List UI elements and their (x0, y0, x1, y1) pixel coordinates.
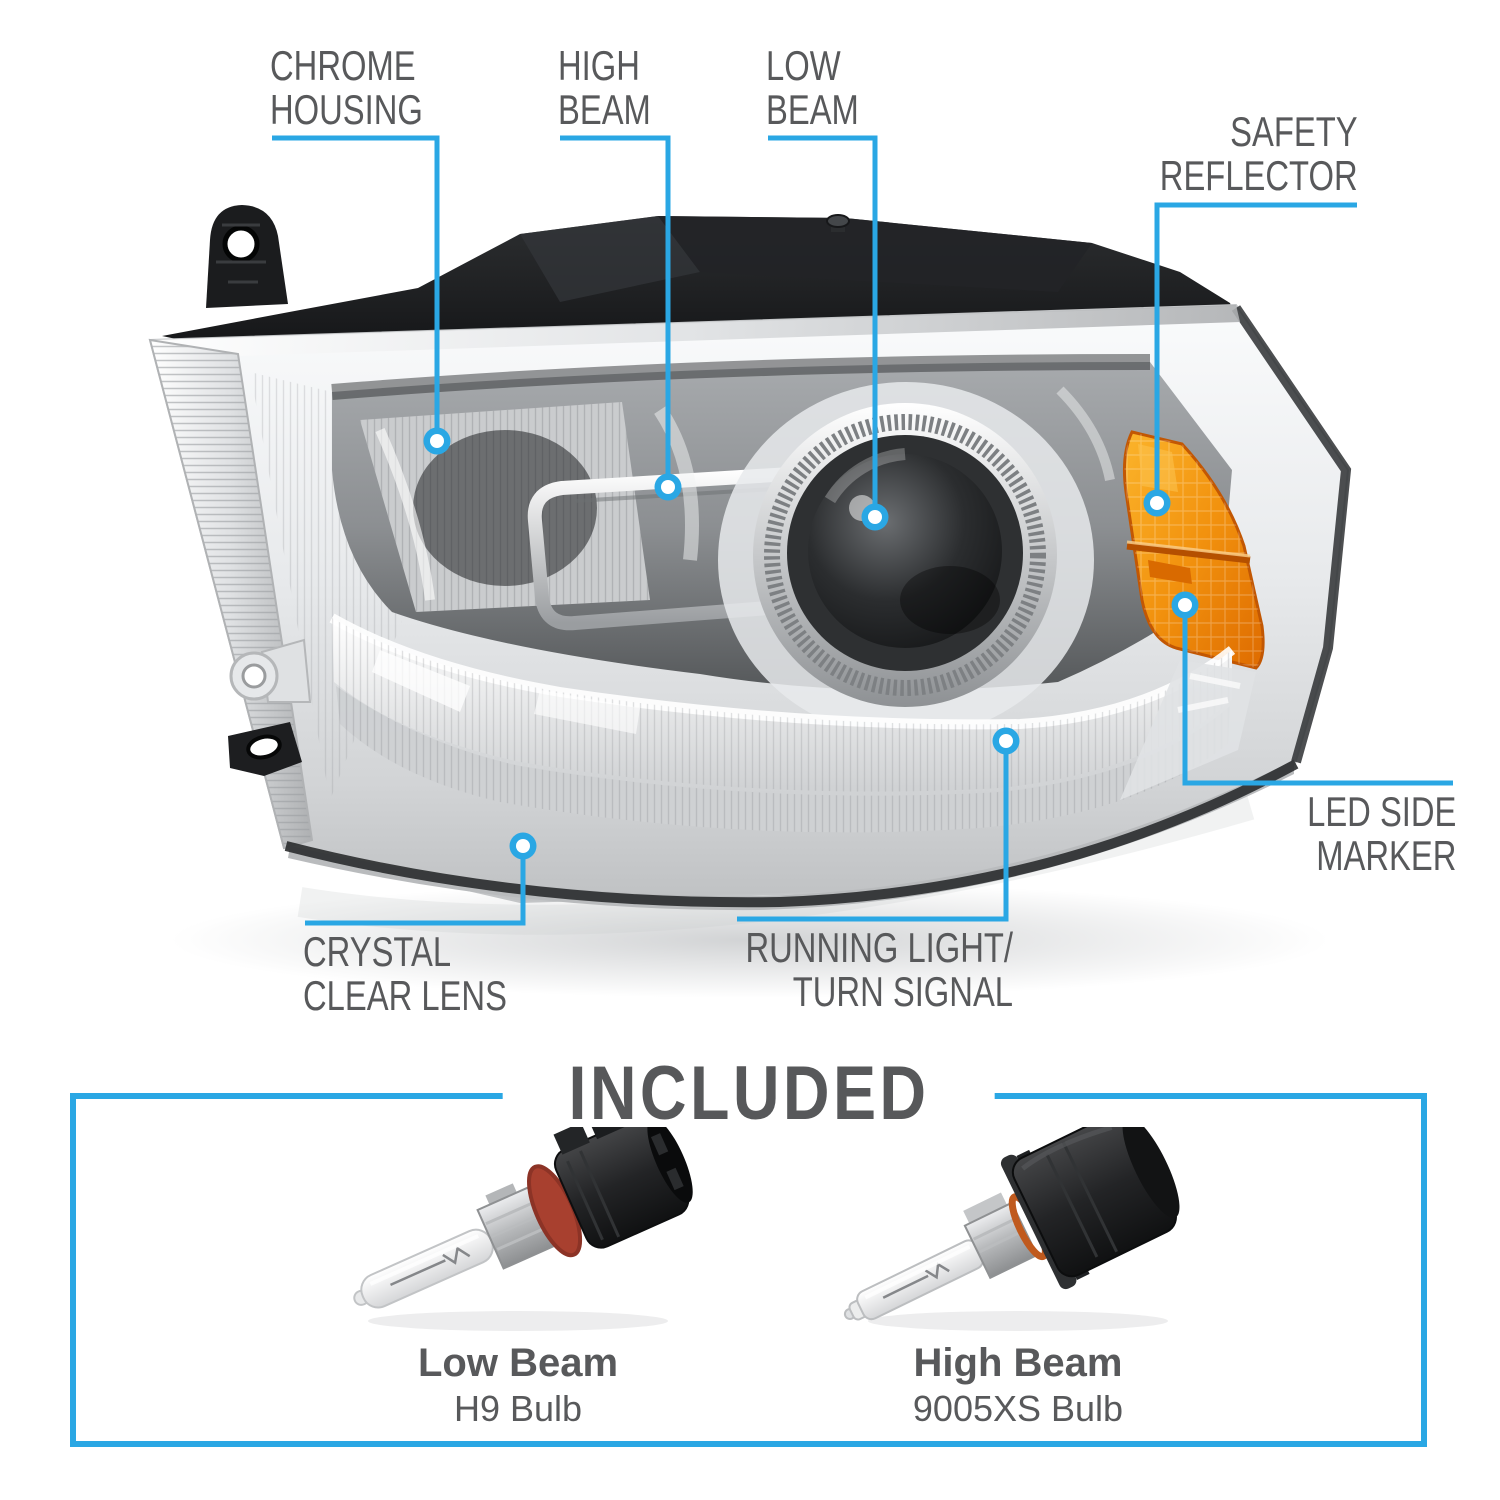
low-beam-name: Low Beam (417, 1341, 619, 1385)
label-safety-reflector: SAFETY REFLECTOR (1160, 108, 1358, 200)
label-high-beam: HIGH BEAM (558, 42, 651, 134)
projector-low-beam (718, 382, 1094, 738)
included-item-low-beam: Low Beam H9 Bulb (288, 1127, 748, 1430)
9005xs-bulb-image (843, 1127, 1180, 1331)
label-led-side-marker: LED SIDE MARKER (1306, 788, 1456, 880)
label-chrome-housing: CHROME HOUSING (270, 42, 423, 134)
high-beam-bulb-type: 9005XS Bulb (912, 1388, 1124, 1429)
high-beam-name: High Beam (913, 1341, 1123, 1385)
mounting-tab-left (228, 638, 312, 776)
label-low-beam: LOW BEAM (766, 42, 859, 134)
h9-bulb-image (353, 1127, 693, 1331)
chrome-u-trim (527, 463, 879, 631)
included-title-text: INCLUDED (568, 1051, 929, 1136)
included-item-high-beam: High Beam 9005XS Bulb (788, 1127, 1248, 1430)
label-crystal-clear-lens: CRYSTAL CLEAR LENS (303, 928, 507, 1020)
included-title: INCLUDED (502, 1052, 995, 1136)
low-beam-bulb-type: H9 Bulb (453, 1388, 583, 1429)
mounting-tab-top (206, 205, 288, 308)
included-box: INCLUDED (70, 1052, 1427, 1447)
label-running-light: RUNNING LIGHT/ TURN SIGNAL (745, 924, 1013, 1016)
